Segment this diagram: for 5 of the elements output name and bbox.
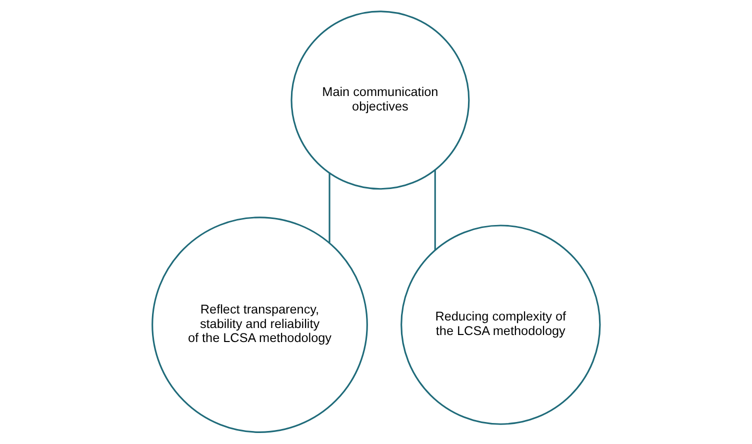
node-circle: Reducing complexity of the LCSA methodology [400, 224, 601, 425]
connector [328, 172, 330, 243]
node-circle: Main communication objectives [290, 10, 470, 190]
connector [434, 170, 436, 250]
node-circle: Reflect transparency, stability and reliability of the LCSA methodology [152, 216, 368, 433]
